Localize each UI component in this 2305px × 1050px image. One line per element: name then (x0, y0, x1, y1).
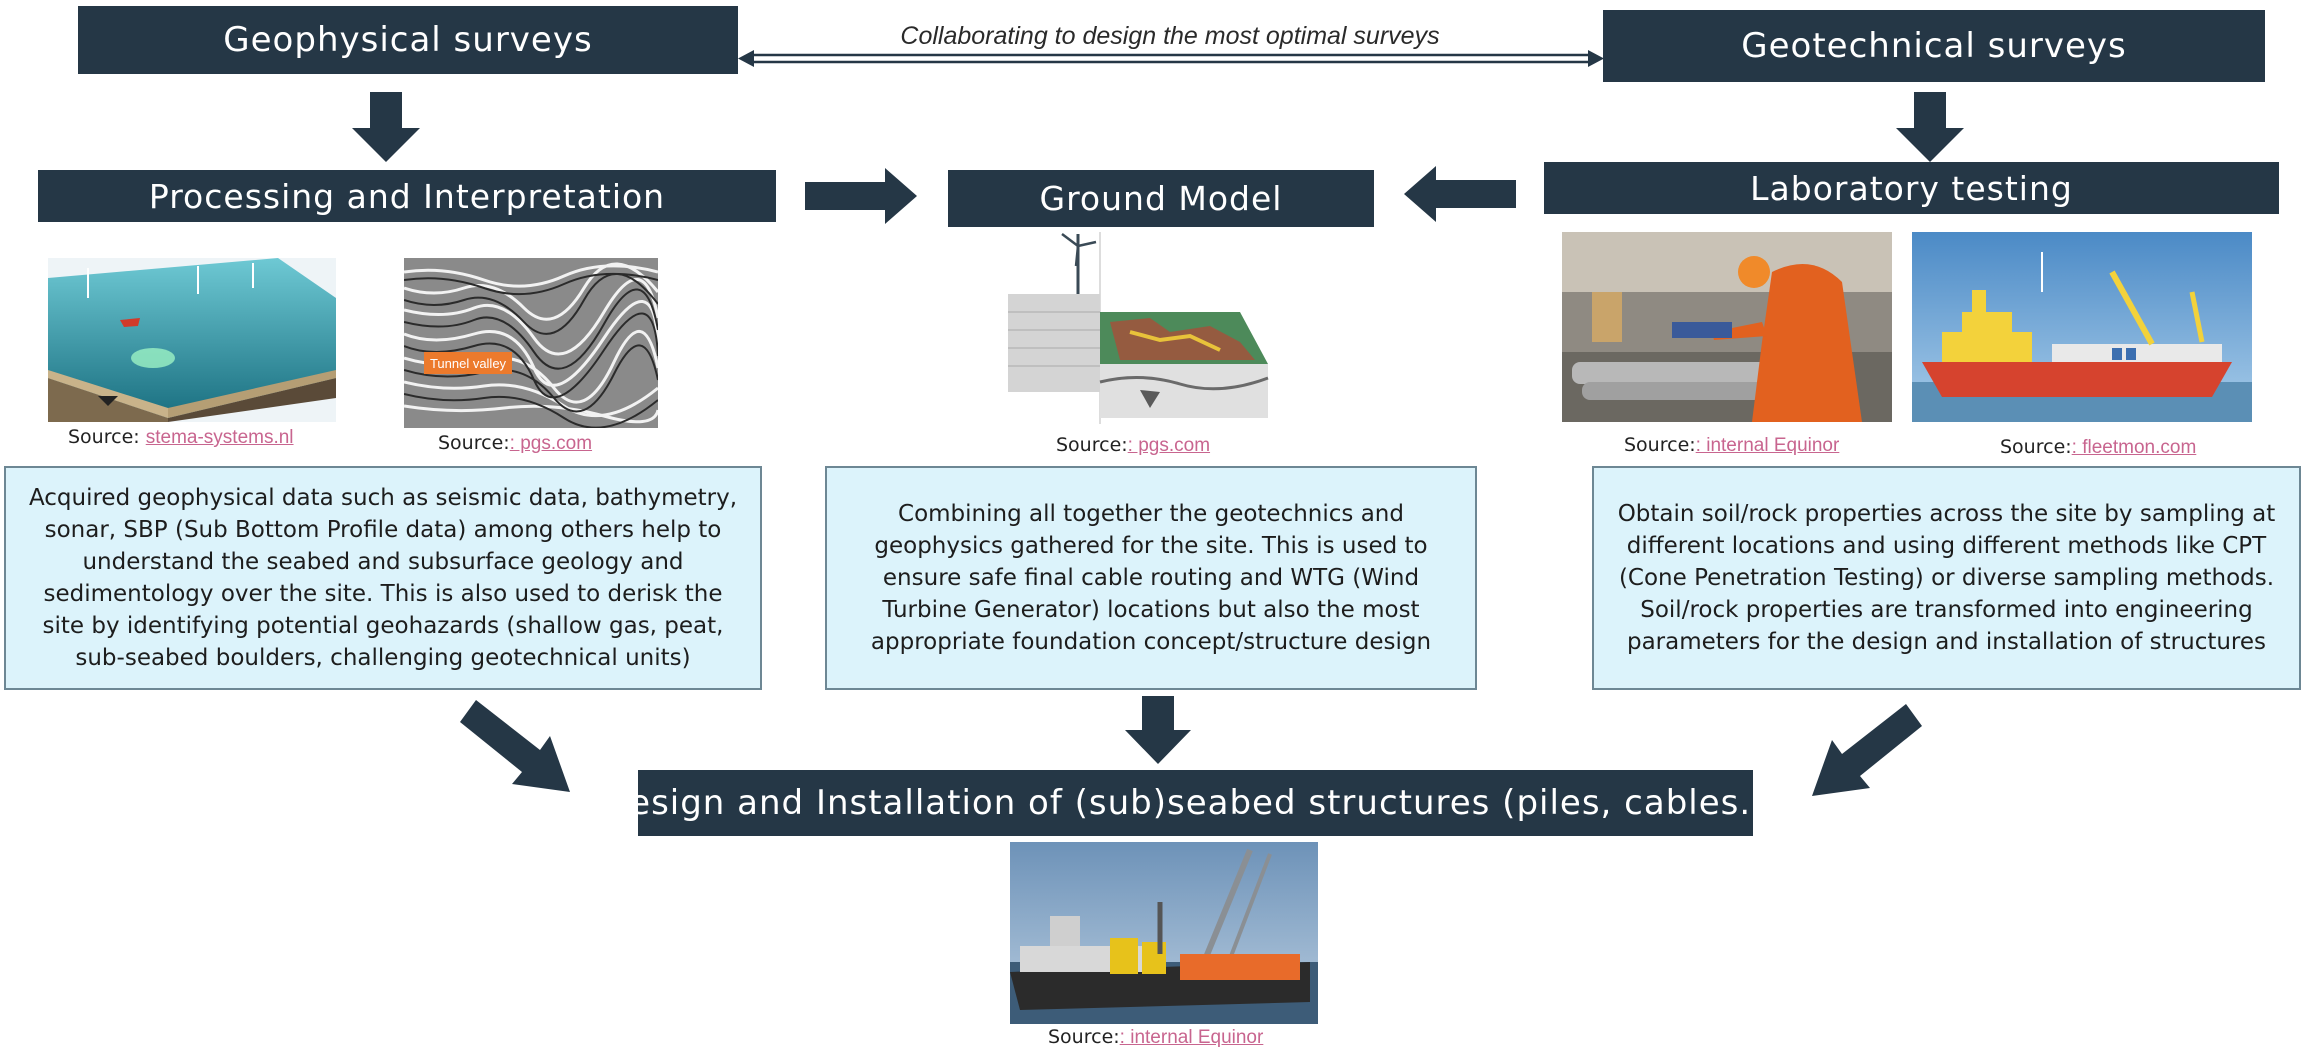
source-equinor-design: Source:: internal Equinor (1048, 1026, 1263, 1049)
source-prefix: Source: (1056, 434, 1128, 456)
geophysical-surveys-header: Geophysical surveys (78, 6, 738, 74)
collaboration-label: Collaborating to design the most optimal… (900, 22, 1440, 50)
design-installation-header: Design and Installation of (sub)seabed s… (602, 770, 1788, 836)
geophysical-description-box: Acquired geophysical data such as seismi… (4, 466, 762, 690)
source-pgs-ground: Source:: pgs.com (1056, 434, 1210, 457)
double-headed-arrow (738, 50, 1604, 67)
ground-model-block-diagram (1000, 232, 1270, 424)
source-prefix: Source: (438, 432, 510, 454)
processing-interpretation-header: Processing and Interpretation (38, 170, 776, 222)
diagonal-arrow-left-to-design (460, 700, 570, 792)
fleetmon-link[interactable]: : fleetmon.com (2071, 437, 2197, 458)
pgs-link-ground-model[interactable]: : pgs.com (1127, 435, 1211, 456)
laboratory-testing-header: Laboratory testing (1544, 162, 2279, 214)
tunnel-valley-label: Tunnel valley (430, 356, 507, 371)
left-arrow-to-ground-model (1404, 166, 1516, 222)
source-prefix: Source: (68, 426, 140, 448)
ground-model-header: Ground Model (948, 170, 1374, 227)
laboratory-photo (1562, 232, 1892, 422)
stema-systems-link[interactable]: stema-systems.nl (145, 427, 294, 448)
source-prefix: Source: (2000, 436, 2072, 458)
source-prefix: Source: (1624, 434, 1696, 456)
geotechnical-surveys-header: Geotechnical surveys (1603, 10, 2265, 82)
source-fleetmon: Source:: fleetmon.com (2000, 436, 2196, 459)
geotechnical-description-box: Obtain soil/rock properties across the s… (1592, 466, 2301, 690)
equinor-link-lab[interactable]: : internal Equinor (1695, 435, 1840, 456)
down-arrow-geophysical (352, 92, 420, 162)
diagonal-arrow-right-to-design (1812, 704, 1922, 796)
down-arrow-geotechnical (1896, 92, 1964, 162)
source-stema: Source: stema-systems.nl (68, 426, 294, 449)
installation-vessel-photo (1010, 842, 1318, 1024)
ground-model-description-box: Combining all together the geotechnics a… (825, 466, 1477, 690)
right-arrow-to-ground-model (805, 168, 917, 224)
survey-vessel-photo (1912, 232, 2252, 422)
down-arrow-ground-model (1125, 696, 1191, 764)
seismic-profile-image: Tunnel valley (404, 258, 658, 428)
source-equinor-lab: Source:: internal Equinor (1624, 434, 1839, 457)
pgs-link-seismic[interactable]: : pgs.com (509, 433, 593, 454)
source-prefix: Source: (1048, 1026, 1120, 1048)
offshore-survey-illustration (48, 258, 336, 422)
source-pgs-seismic: Source:: pgs.com (438, 432, 592, 455)
equinor-link-design[interactable]: : internal Equinor (1119, 1027, 1264, 1048)
